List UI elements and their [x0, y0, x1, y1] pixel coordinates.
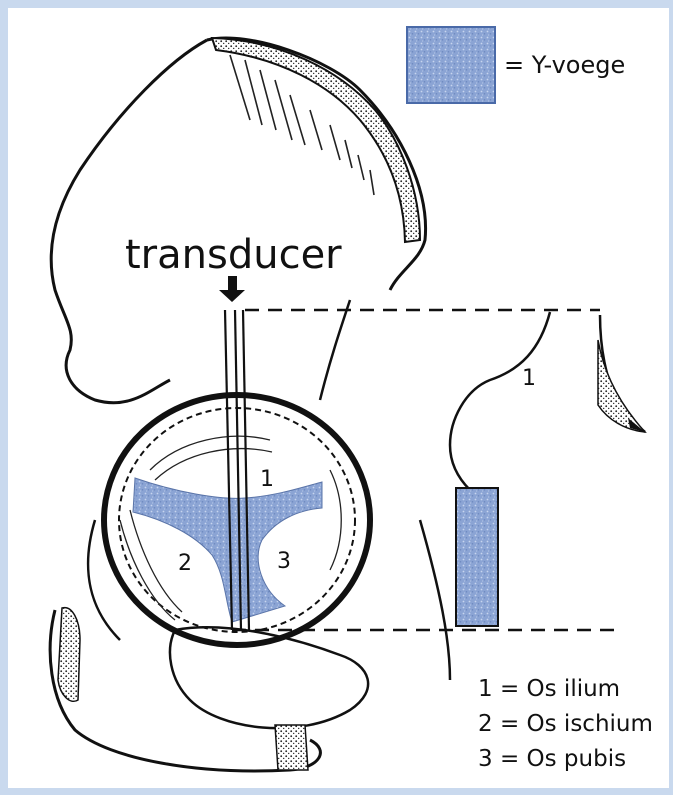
key-item-1: 1 = Os ilium	[478, 676, 620, 702]
ischium-cortex	[58, 608, 80, 702]
lower-pelvis-outline	[88, 520, 450, 728]
projection-lines	[232, 310, 622, 630]
region-number-2: 2	[178, 551, 192, 576]
legend-text: = Y-voege	[504, 51, 625, 79]
region-number-3: 3	[277, 549, 291, 574]
key-item-2: 2 = Os ischium	[478, 711, 653, 737]
region-number-1: 1	[260, 467, 274, 492]
transducer-arrow-icon	[219, 276, 245, 302]
iliac-crest-cortex	[212, 38, 420, 242]
ilium-lower-outline	[320, 300, 350, 400]
ilium-outline	[51, 38, 425, 403]
transducer-label: transducer	[125, 232, 342, 278]
figure-panel: transducer 1 2 3 1 = Y-voege 1 = Os iliu…	[8, 8, 669, 788]
y-cartilage	[133, 478, 322, 622]
key-item-3: 3 = Os pubis	[478, 746, 626, 772]
hip-anatomy-diagram: transducer 1 2 3 1 = Y-voege 1 = Os iliu…	[8, 8, 669, 788]
pubis-cortex	[275, 725, 308, 770]
legend-swatch	[407, 27, 495, 103]
section-number-1: 1	[522, 366, 536, 391]
section-cortex	[598, 340, 645, 432]
section-y-cartilage	[456, 488, 498, 626]
